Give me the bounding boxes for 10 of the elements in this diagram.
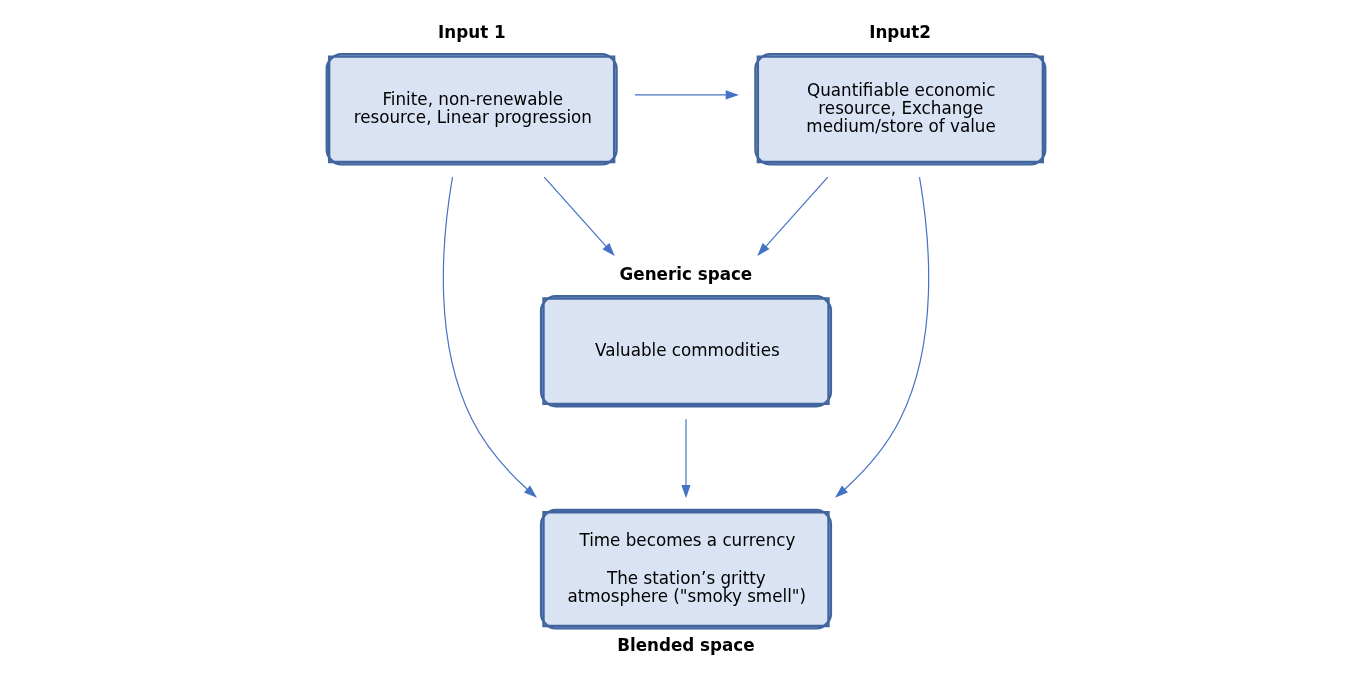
node-label: Generic space xyxy=(619,263,753,284)
node-label: Blended space xyxy=(617,635,755,656)
arrow xyxy=(634,90,739,100)
arrow xyxy=(442,176,537,498)
arrow xyxy=(543,176,615,256)
node-label: Input 1 xyxy=(438,21,506,42)
node-label: Input2 xyxy=(869,21,931,42)
arrow xyxy=(681,418,691,499)
arrow xyxy=(757,176,829,256)
arrow xyxy=(835,176,930,498)
